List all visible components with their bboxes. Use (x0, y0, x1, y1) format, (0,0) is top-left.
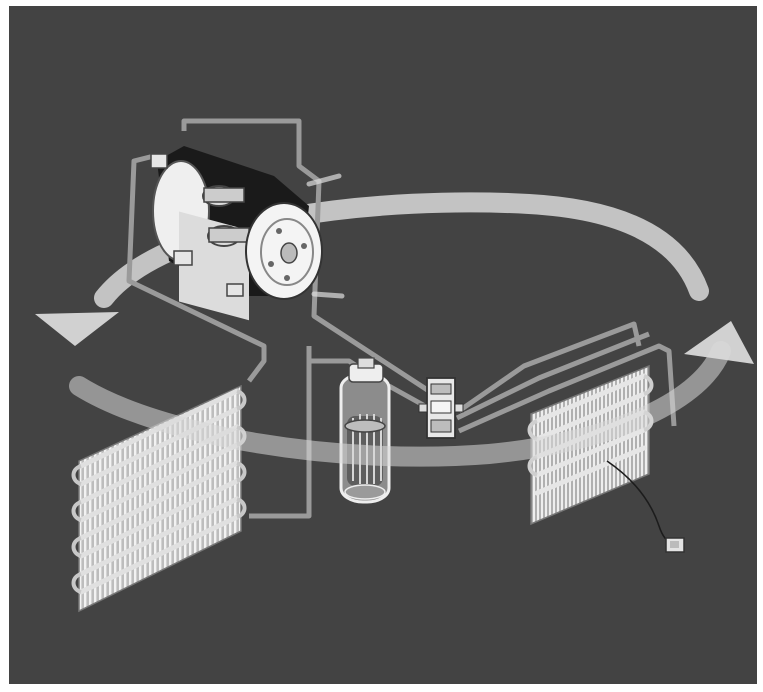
diagram-panel (9, 6, 757, 684)
receiver-drier-icon (341, 358, 389, 502)
refrigeration-cycle-diagram (9, 6, 757, 684)
